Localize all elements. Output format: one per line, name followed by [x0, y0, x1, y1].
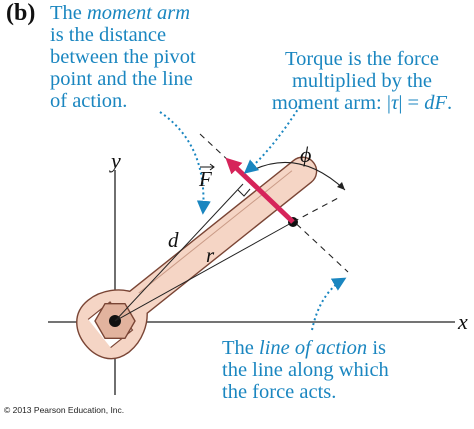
x-axis-label: x — [458, 309, 468, 334]
moment-arm-label: d — [168, 228, 179, 252]
angle-label: ϕ — [300, 142, 311, 167]
torque-note: Torque is the force multiplied by the mo… — [256, 48, 468, 114]
moment-arm-callout-arrow — [159, 111, 211, 215]
line-of-action-suffix: is — [367, 337, 386, 359]
moment-arm-note-line: between the pivot — [50, 46, 196, 68]
part-label: (b) — [6, 0, 36, 26]
torque-note-line: multiplied by the — [291, 70, 433, 92]
phi-arc-arrow — [337, 182, 345, 190]
moment-arm-term: moment arm — [87, 2, 191, 24]
right-angle-marker — [237, 188, 251, 197]
torque-formula: dF — [424, 92, 448, 114]
torque-note-prefix: moment arm: | — [271, 92, 391, 114]
line-of-action-note-line: The line of action is — [222, 337, 422, 359]
tau-symbol: τ — [390, 92, 399, 114]
line-of-action-prefix: The — [222, 337, 259, 359]
force-label-vector-arrow — [200, 163, 215, 171]
line-of-action-term: line of action — [259, 337, 368, 359]
force-vector — [225, 157, 295, 224]
position-extension — [292, 196, 341, 223]
torque-note-line: moment arm: |τ| = dF. — [256, 92, 468, 114]
moment-arm-note-line: The moment arm — [50, 2, 320, 24]
force-label: F — [198, 167, 212, 191]
phi-arc — [252, 161, 346, 191]
wrench-body — [76, 156, 318, 360]
copyright-notice: © 2013 Pearson Education, Inc. — [4, 405, 125, 415]
line-of-action-callout-arrow — [311, 277, 347, 331]
y-axis-label: y — [111, 148, 121, 173]
moment-arm-note-line: of action. — [50, 90, 128, 112]
moment-arm-note-line: is the distance — [50, 24, 167, 46]
torque-note-equals: | = — [398, 92, 425, 114]
moment-arm-note-prefix: The — [50, 2, 87, 24]
torque-note-line: Torque is the force — [285, 48, 439, 70]
moment-arm-line — [114, 183, 244, 322]
moment-arm-note-line: point and the line — [50, 68, 193, 90]
line-of-action-note-line: the force acts. — [222, 381, 337, 403]
position-vector-line — [114, 221, 294, 322]
torque-note-period: . — [447, 92, 453, 114]
position-label: r — [206, 243, 215, 267]
line-of-action-note-line: the line along which — [222, 359, 389, 381]
moment-arm-note: The moment arm is the distance between t… — [50, 2, 320, 112]
line-of-action-note: The line of action is the line along whi… — [222, 337, 422, 403]
